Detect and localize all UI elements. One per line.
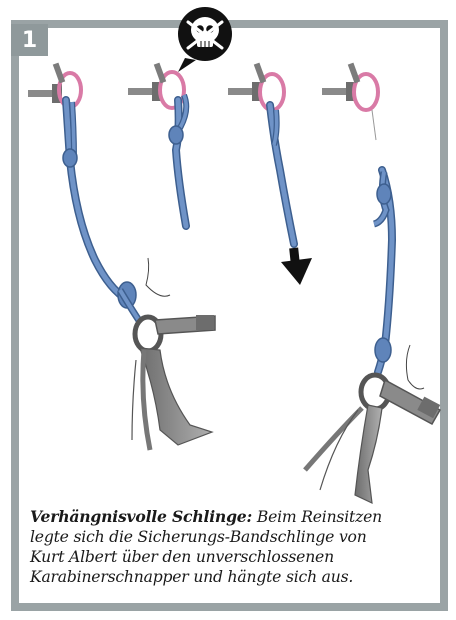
caption: Verhängnisvolle Schlinge: Beim Reinsitze… <box>30 507 430 587</box>
skull-icon <box>178 7 232 72</box>
caption-lead: Verhängnisvolle Schlinge: <box>30 507 252 526</box>
figure-3-sling-releasing <box>228 63 312 285</box>
caption-line-4: Karabinerschnapper und hängte sich aus. <box>30 567 430 587</box>
caption-line-1: Beim Reinsitzen <box>257 508 382 526</box>
figure-4-sling-detached <box>305 63 440 503</box>
caption-line-2: legte sich die Sicherungs-Bandschlinge v… <box>30 527 430 547</box>
figure-2-sling-over-gate <box>128 63 186 226</box>
figure-1-sling-secure <box>28 63 215 450</box>
caption-line-3: Kurt Albert über den unverschlossenen <box>30 547 430 567</box>
arrow-down-icon <box>281 248 312 285</box>
